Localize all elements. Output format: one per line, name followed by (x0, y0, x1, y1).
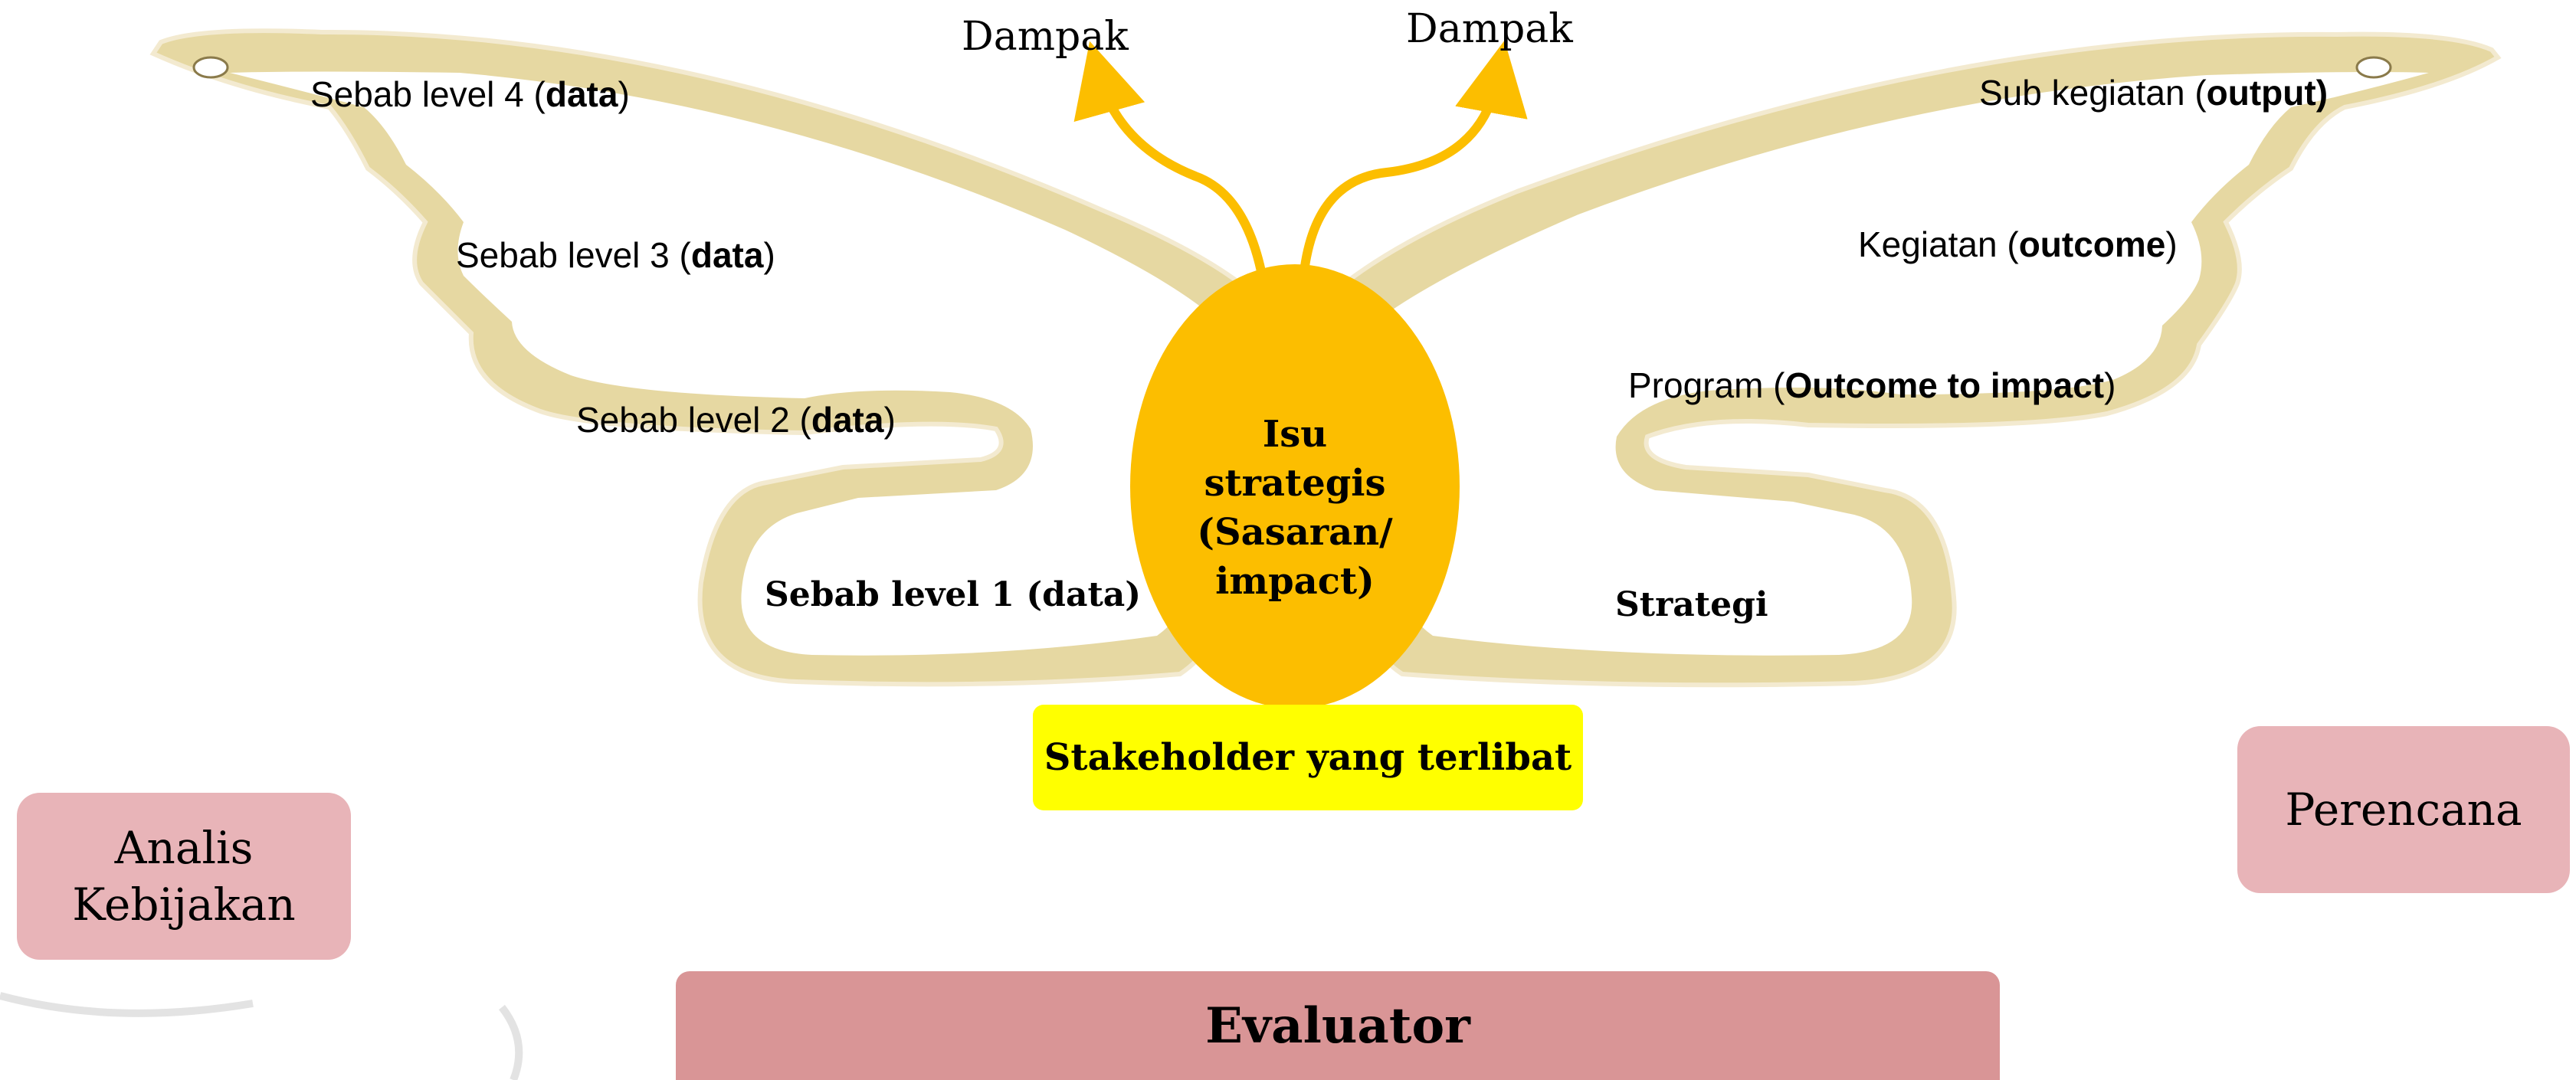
body-text: Isu strategis (Sasaran/ impact) (1165, 404, 1425, 611)
butterfly-body (1130, 264, 1460, 709)
sebab-level-3-emphasis: data (690, 235, 764, 275)
left-wing-hole (192, 56, 229, 79)
sebab-level-4-close: ) (618, 74, 630, 114)
kegiatan-text: Kegiatan ( (1858, 224, 2019, 264)
right-antenna-arrow (1298, 40, 1528, 288)
decorative-arc (0, 992, 254, 1017)
body-text-line-2: strategis (1204, 462, 1386, 505)
sebab-level-3-text: Sebab level 3 ( (456, 235, 691, 275)
strategi-label: Strategi (1615, 585, 1768, 624)
program-text: Program ( (1628, 365, 1785, 405)
right-wing-inner (1356, 72, 2429, 656)
sebab-level-3-label: Sebab level 3 (data) (456, 237, 775, 273)
sebab-level-1-label: Sebab level 1 (data) (765, 575, 1142, 614)
dampak-left-label: Dampak (962, 14, 1129, 60)
analis-kebijakan-line-1: Analis (114, 822, 254, 874)
kegiatan-emphasis: outcome (2018, 224, 2166, 264)
sub-kegiatan-text: Sub kegiatan ( (1979, 73, 2207, 113)
evaluator-box: Evaluator (676, 971, 2000, 1080)
right-wing-hole (2355, 56, 2392, 79)
body-text-line-1: Isu (1262, 413, 1328, 456)
body-text-line-3: (Sasaran/ (1197, 511, 1393, 554)
stakeholder-box: Stakeholder yang terlibat (1033, 705, 1583, 810)
dampak-right-label: Dampak (1406, 6, 1573, 52)
decorative-arc (499, 1004, 523, 1080)
sub-kegiatan-label: Sub kegiatan (output) (1979, 75, 2328, 110)
analis-kebijakan-line-2: Kebijakan (72, 879, 296, 931)
kegiatan-close: ) (2165, 224, 2178, 264)
body-text-line-4: impact) (1215, 560, 1375, 603)
program-close: ) (2104, 365, 2116, 405)
sub-kegiatan-emphasis: output) (2206, 73, 2329, 113)
analis-kebijakan-box: Analis Kebijakan (17, 793, 351, 960)
sebab-level-2-label: Sebab level 2 (data) (576, 402, 896, 437)
perencana-box: Perencana (2237, 726, 2570, 893)
kegiatan-label: Kegiatan (outcome) (1858, 227, 2178, 262)
sebab-level-2-close: ) (883, 400, 896, 440)
sebab-level-2-text: Sebab level 2 ( (576, 400, 811, 440)
left-wing-inner (230, 71, 1234, 656)
sebab-level-4-emphasis: data (545, 74, 618, 114)
sebab-level-2-emphasis: data (811, 400, 884, 440)
left-antenna-arrow (1073, 41, 1269, 288)
sebab-level-4-label: Sebab level 4 (data) (310, 77, 630, 112)
program-emphasis: Outcome to impact (1785, 365, 2105, 405)
sebab-level-4-text: Sebab level 4 ( (310, 74, 546, 114)
sebab-level-3-close: ) (763, 235, 775, 275)
program-label: Program (Outcome to impact) (1628, 368, 2116, 403)
